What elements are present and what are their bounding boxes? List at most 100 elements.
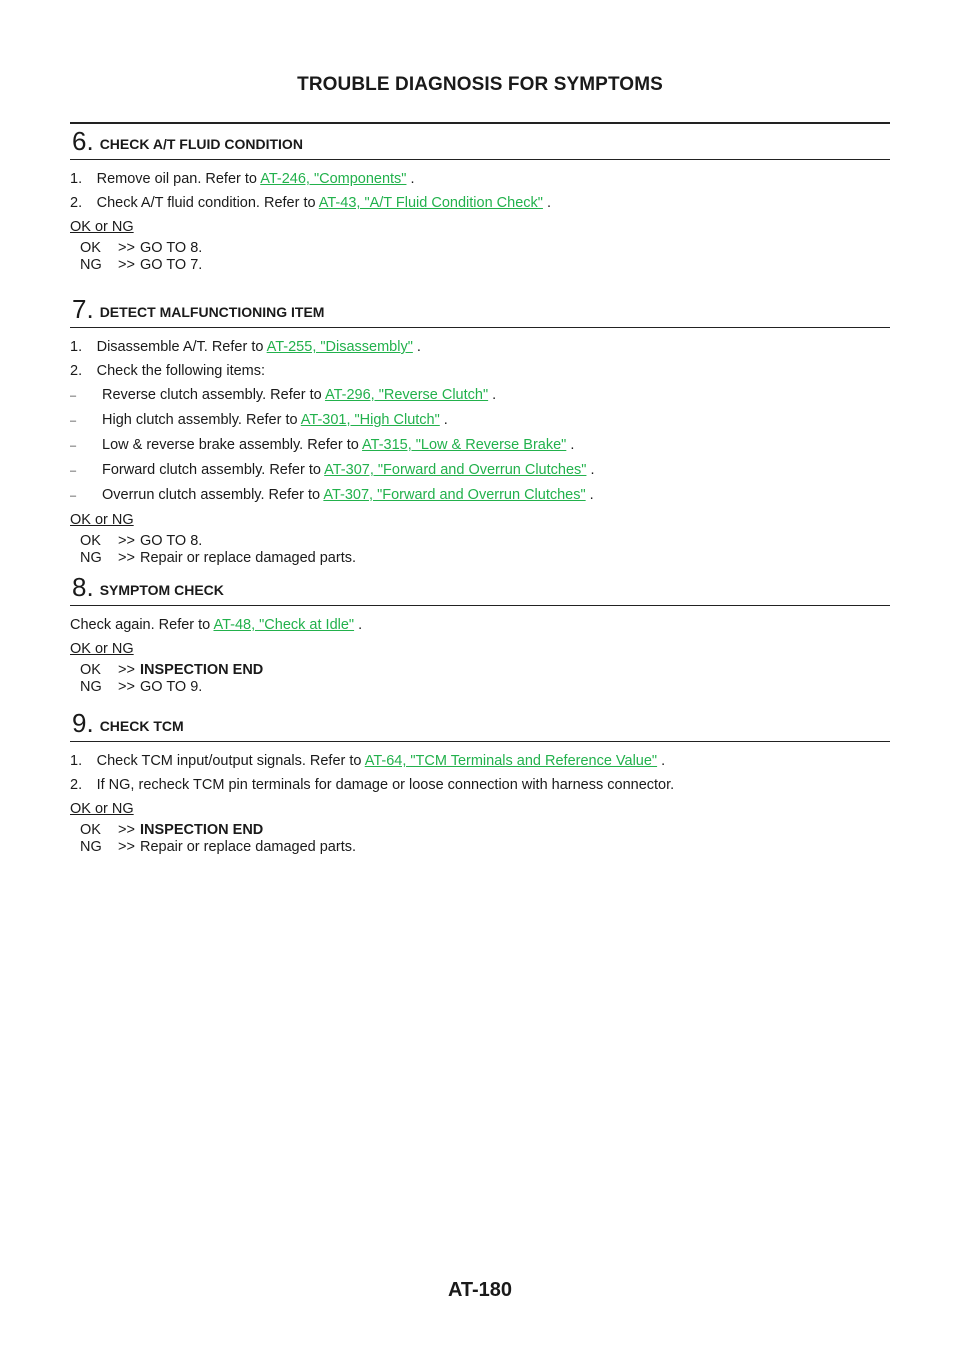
instruction-text: 2. Check the following items: xyxy=(70,363,266,379)
instruction-suffix: . xyxy=(412,339,421,355)
result-action: GO TO 9. xyxy=(140,679,203,695)
reference-link[interactable]: AT-64, "TCM Terminals and Reference Valu… xyxy=(364,753,658,769)
check-item-suffix: . xyxy=(566,437,575,453)
check-item-text: Reverse clutch assembly. Refer to xyxy=(102,387,325,403)
result-ng: NG >> GO TO 9. xyxy=(70,679,890,696)
result-ok: OK >> INSPECTION END xyxy=(70,822,890,839)
step-divider xyxy=(70,741,890,742)
check-item-suffix: . xyxy=(488,387,497,403)
dash-bullet: – xyxy=(70,440,77,452)
page-number: AT-180 xyxy=(447,1279,513,1301)
check-item-suffix: . xyxy=(585,487,594,503)
reference-link[interactable]: AT-301, "High Clutch" xyxy=(300,412,440,428)
result-arrow: >> xyxy=(118,550,135,566)
result-code: OK xyxy=(80,533,101,549)
step-title: DETECT MALFUNCTIONING ITEM xyxy=(99,304,325,320)
result-ok: OK >> GO TO 8. xyxy=(70,240,890,257)
instruction-suffix: . xyxy=(657,753,666,769)
instruction-text: 1. Check TCM input/output signals. Refer… xyxy=(70,753,365,769)
check-item-suffix: . xyxy=(439,412,448,428)
dash-bullet: – xyxy=(70,465,77,477)
step-number: 6. xyxy=(72,126,94,156)
reference-link[interactable]: AT-255, "Disassembly" xyxy=(266,339,413,355)
check-item: – Reverse clutch assembly. Refer to AT-29… xyxy=(70,386,890,405)
result-action: Repair or replace damaged parts. xyxy=(140,839,357,855)
ok-or-ng-label: OK or NG xyxy=(70,512,134,528)
result-list: OK >> INSPECTION END NG >> GO TO 9. xyxy=(70,662,890,696)
result-arrow: >> xyxy=(118,662,135,678)
ok-or-ng-label: OK or NG xyxy=(70,219,134,235)
result-list: OK >> GO TO 8. NG >> GO TO 7. xyxy=(70,240,890,274)
step-number: 9. xyxy=(72,708,94,738)
result-code: NG xyxy=(80,679,102,695)
page-title: TROUBLE DIAGNOSIS FOR SYMPTOMS xyxy=(297,74,663,95)
result-list: OK >> INSPECTION END NG >> Repair or replace… xyxy=(70,822,890,856)
ok-or-ng-label: OK or NG xyxy=(70,641,134,657)
reference-link[interactable]: AT-48, "Check at Idle" xyxy=(213,617,355,633)
result-action: GO TO 7. xyxy=(140,257,203,273)
instruction-line: 1. Disassemble A/T. Refer to AT-255, "Di… xyxy=(70,338,890,356)
step-divider xyxy=(70,327,890,328)
reference-link[interactable]: AT-246, "Components" xyxy=(260,171,407,187)
instruction-line: 1. Remove oil pan. Refer to AT-246, "Com… xyxy=(70,170,890,188)
result-action: Repair or replace damaged parts. xyxy=(140,550,357,566)
result-arrow: >> xyxy=(118,533,135,549)
result-action: GO TO 8. xyxy=(140,240,203,256)
dash-bullet: – xyxy=(70,490,77,502)
step-8: 8. SYMPTOM CHECK Check again. Refer to A… xyxy=(70,570,890,696)
instruction-text: Check again. Refer to xyxy=(70,617,214,633)
instruction-text: 1. Disassemble A/T. Refer to xyxy=(70,339,267,355)
check-item: –Overrun clutch assembly. Refer to AT-30… xyxy=(70,486,890,505)
result-action: INSPECTION END xyxy=(140,662,264,678)
result-code: OK xyxy=(80,822,101,838)
result-list: OK >> GO TO 8. NG >> Repair or replace damag… xyxy=(70,533,890,567)
step-header: 8. SYMPTOM CHECK xyxy=(70,570,890,600)
step-number: 8. xyxy=(72,572,94,602)
step-divider xyxy=(70,605,890,606)
result-code: NG xyxy=(80,839,102,855)
instruction-line: 2. Check the following items: xyxy=(70,362,890,380)
result-code: NG xyxy=(80,550,102,566)
result-code: OK xyxy=(80,240,101,256)
check-item: – Forward clutch assembly. Refer to AT-30… xyxy=(70,461,890,480)
step-title: CHECK TCM xyxy=(99,718,184,734)
instruction-text: 2. Check A/T fluid condition. Refer to xyxy=(70,195,319,211)
result-action: GO TO 8. xyxy=(140,533,203,549)
result-code: NG xyxy=(80,257,102,273)
instruction-suffix: . xyxy=(406,171,415,187)
instruction-suffix: . xyxy=(354,617,363,633)
dash-bullet: – xyxy=(70,390,77,402)
step-header: 9. CHECK TCM xyxy=(70,706,890,736)
check-item: – High clutch assembly. Refer to AT-301, … xyxy=(70,411,890,430)
result-code: OK xyxy=(80,662,101,678)
instruction-line: 2. Check A/T fluid condition. Refer to A… xyxy=(70,194,890,212)
result-ng: NG >> Repair or replace damaged parts. xyxy=(70,839,890,856)
result-arrow: >> xyxy=(118,240,135,256)
step-7: 7. DETECT MALFUNCTIONING ITEM 1. Disasse… xyxy=(70,292,890,567)
check-item-text: High clutch assembly. Refer to xyxy=(102,412,301,428)
dash-bullet: – xyxy=(70,415,77,427)
result-ng: NG >> GO TO 7. xyxy=(70,257,890,274)
check-item-text: Forward clutch assembly. Refer to xyxy=(102,462,325,478)
instruction-suffix: . xyxy=(542,195,551,211)
result-action: INSPECTION END xyxy=(140,822,264,838)
reference-link[interactable]: AT-307, "Forward and Overrun Clutches" xyxy=(324,462,587,478)
result-ng: NG >> Repair or replace damaged parts. xyxy=(70,550,890,567)
instruction-line: 1. Check TCM input/output signals. Refer… xyxy=(70,752,890,770)
result-arrow: >> xyxy=(118,679,135,695)
result-arrow: >> xyxy=(118,822,135,838)
result-arrow: >> xyxy=(118,839,135,855)
reference-link[interactable]: AT-296, "Reverse Clutch" xyxy=(324,387,489,403)
reference-link[interactable]: AT-43, "A/T Fluid Condition Check" xyxy=(318,195,543,211)
result-arrow: >> xyxy=(118,257,135,273)
step-divider xyxy=(70,159,890,160)
ok-or-ng-label: OK or NG xyxy=(70,801,134,817)
reference-link[interactable]: AT-307, "Forward and Overrun Clutches" xyxy=(323,487,586,503)
check-item: –Low & reverse brake assembly. Refer to … xyxy=(70,436,890,455)
reference-link[interactable]: AT-315, "Low & Reverse Brake" xyxy=(362,437,567,453)
instruction-line: Check again. Refer to AT-48, "Check at I… xyxy=(70,616,890,634)
step-header: 7. DETECT MALFUNCTIONING ITEM xyxy=(70,292,890,322)
step-6: 6. CHECK A/T FLUID CONDITION 1. Remove o… xyxy=(70,122,890,274)
result-ok: OK >> INSPECTION END xyxy=(70,662,890,679)
step-header: 6. CHECK A/T FLUID CONDITION xyxy=(70,122,890,154)
